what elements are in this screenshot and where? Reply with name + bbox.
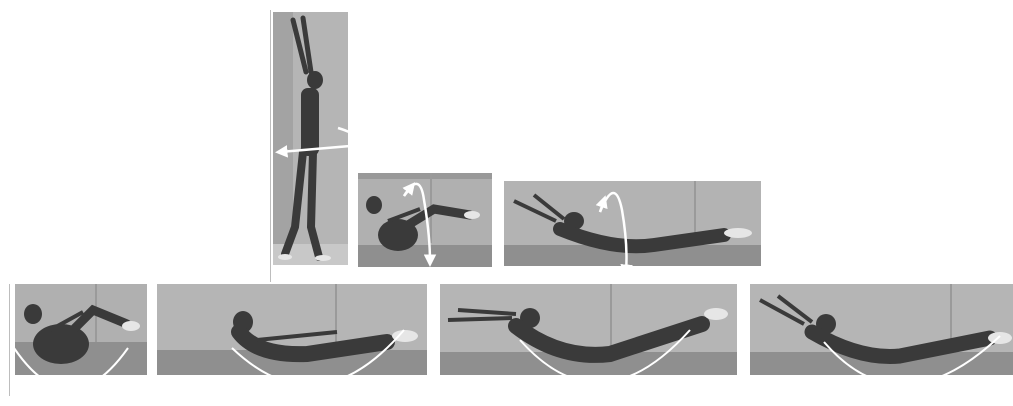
divider-line-left xyxy=(9,284,10,396)
photo-hollow-body-lying xyxy=(504,181,761,266)
photo-extended-hollow-hold xyxy=(440,284,737,375)
photo-tuck-balance xyxy=(358,173,492,267)
photo-tuck-rock xyxy=(15,284,147,375)
photo-standing-arms-up xyxy=(273,12,348,265)
divider-line-top xyxy=(270,10,271,282)
photo-hollow-hold-arms-overhead xyxy=(750,284,1013,375)
photo-pike-v-sit xyxy=(157,284,427,375)
